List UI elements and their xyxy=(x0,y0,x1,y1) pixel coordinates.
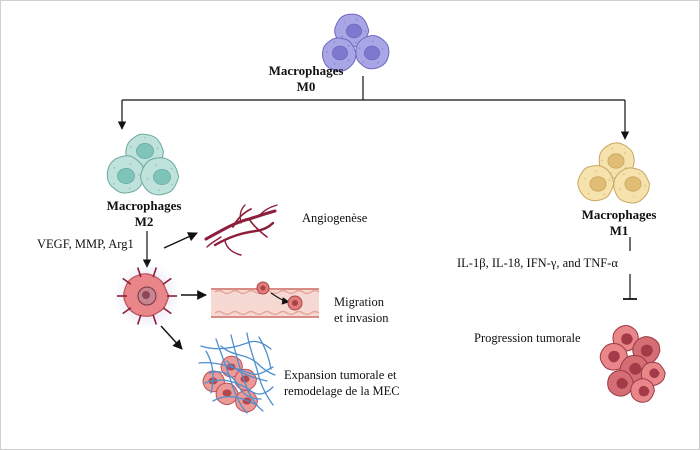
m0-macrophage-icon xyxy=(321,13,390,72)
migration-label-line1: Migration xyxy=(334,295,384,309)
vessel-migration-icon xyxy=(211,281,320,318)
m2-label: Macrophages M2 xyxy=(89,198,199,230)
tumor-cell-icon xyxy=(113,262,181,330)
branch-connector xyxy=(117,76,630,140)
m0-label-line2: M0 xyxy=(296,79,316,94)
m1-label: Macrophages M1 xyxy=(564,207,674,239)
m2-macrophage-icon xyxy=(106,133,180,196)
progression-label: Progression tumorale xyxy=(474,331,581,345)
m2-label-line2: M2 xyxy=(134,214,154,229)
m0-label-line1: Macrophages xyxy=(268,63,344,78)
expansion-label-line1: Expansion tumorale et xyxy=(284,368,397,382)
m1-macrophage-icon xyxy=(577,142,651,204)
ecm-fibers-icon xyxy=(198,332,276,414)
m1-label-line2: M1 xyxy=(609,223,629,238)
m0-label: Macrophages M0 xyxy=(251,63,361,95)
arrow-to-expansion xyxy=(160,325,183,350)
blood-vessels-icon xyxy=(204,204,278,256)
angiogenesis-label: Angiogenèse xyxy=(302,211,368,225)
m1-inhibition-line xyxy=(623,237,637,300)
m2-factors: VEGF, MMP, Arg1 xyxy=(37,237,134,251)
migration-label-line2: et invasion xyxy=(334,311,389,325)
expansion-label-line2: remodelage de la MEC xyxy=(284,384,400,398)
expansion-label: Expansion tumorale et remodelage de la M… xyxy=(284,367,400,399)
m2-label-line1: Macrophages xyxy=(106,198,182,213)
migration-label: Migration et invasion xyxy=(334,294,389,326)
arrow-to-angiogenesis xyxy=(163,232,198,249)
m1-factors: IL-1β, IL-18, IFN-γ, and TNF-α xyxy=(457,256,618,270)
m1-label-line1: Macrophages xyxy=(581,207,657,222)
tumor-mass-icon xyxy=(599,324,666,403)
